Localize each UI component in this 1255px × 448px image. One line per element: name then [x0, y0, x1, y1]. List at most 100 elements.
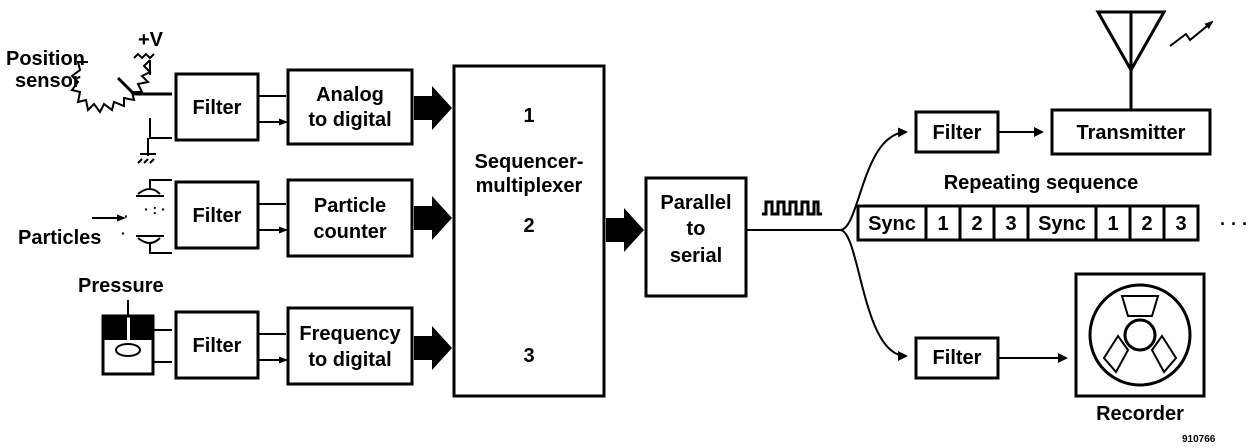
position-sensor: Position sensor +V — [6, 29, 172, 164]
ground-icon — [137, 138, 156, 164]
sequence-cell-box — [856, 204, 928, 242]
filter-3-to-fdc-arrows — [258, 333, 286, 360]
serializer-box — [644, 176, 748, 298]
detector-lower-plate — [136, 235, 164, 244]
multiplexer-label-line2: multiplexer — [476, 175, 583, 197]
detector-lower-lead — [149, 244, 172, 254]
multiplexer-label-line1: Sequencer- — [475, 151, 584, 173]
pressure-chamber-shading-right — [130, 317, 152, 340]
repeating-sequence: Repeating sequence Sync 1 2 3 Sync 1 2 3 · · · — [856, 172, 1248, 242]
filter-2-label: Filter — [193, 205, 242, 227]
ground-lead — [149, 118, 172, 139]
detector-upper-plate — [136, 188, 164, 197]
pressure-sensor: Pressure — [78, 275, 172, 376]
branch-to-transmitter-filter — [839, 127, 908, 231]
sequence-cell-box — [992, 204, 1030, 242]
multiplexer-input-2: 2 — [523, 215, 534, 237]
sequence-ellipsis: · · · — [1220, 214, 1248, 234]
tape-reel-icon — [1088, 283, 1192, 387]
position-sensor-label-line2: sensor — [15, 70, 81, 92]
particle-detector: Particles · · · : · — [18, 179, 172, 254]
sequence-title: Repeating sequence — [944, 172, 1139, 194]
filter-1-box — [174, 72, 260, 142]
sequence-cell-label: 3 — [1005, 213, 1016, 235]
filter-rec-box — [914, 336, 1000, 380]
multiplexer-input-3: 3 — [523, 345, 534, 367]
filter-3: Filter — [174, 310, 260, 380]
sequence-cell-label: 2 — [1141, 213, 1152, 235]
pressure-diaphragm — [115, 343, 141, 357]
sequence-frame: Sync 1 2 3 Sync 1 2 3 — [856, 204, 1200, 242]
branch-to-recorder-filter — [839, 229, 908, 361]
parallel-to-serial-converter: Parallel to serial — [644, 176, 748, 298]
filter-2: Filter — [174, 180, 260, 250]
particle-counter-label-line2: counter — [313, 221, 387, 243]
detector-dots: · : · — [144, 201, 166, 217]
fdc-label-line2: to digital — [308, 349, 391, 371]
supply-voltage-label: +V — [138, 29, 164, 51]
sequence-cell-box — [958, 204, 996, 242]
filter-2-box — [174, 180, 260, 250]
filter-2-to-counter-arrows — [258, 203, 286, 230]
potentiometer-resistor-symbol — [70, 59, 152, 114]
sequence-cell-label: 2 — [971, 213, 982, 235]
sequencer-multiplexer: 1 Sequencer- multiplexer 2 3 — [452, 64, 606, 398]
multiplexer-box — [452, 64, 606, 398]
filter-to-converter-arrows — [258, 95, 286, 360]
serializer-label-line3: serial — [670, 245, 722, 267]
multiplexer-input-1: 1 — [523, 105, 534, 127]
particle-dot-1: · — [121, 225, 126, 241]
filter-3-label: Filter — [193, 335, 242, 357]
pressure-leads — [153, 329, 172, 363]
counter-bus-arrow — [414, 196, 452, 240]
transmitter-label: Transmitter — [1077, 122, 1186, 144]
particle-counter-label-line1: Particle — [314, 195, 386, 217]
adc-label-line1: Analog — [316, 84, 384, 106]
particles-label: Particles — [18, 227, 101, 249]
fdc-box — [286, 306, 414, 386]
position-sensor-label-line1: Position — [6, 48, 85, 70]
radio-signal-icon — [1169, 20, 1214, 47]
particle-counter-box — [286, 178, 414, 258]
record-path: Filter Recorder — [914, 272, 1206, 425]
filter-1-to-adc-arrows — [258, 95, 286, 122]
filter-3-box — [174, 310, 260, 380]
particle-dot-2: · — [124, 208, 129, 224]
sequence-cell-box — [1026, 204, 1098, 242]
filter-1: Filter — [174, 72, 260, 142]
detector-upper-lead — [149, 179, 172, 188]
filter-1-label: Filter — [193, 97, 242, 119]
transmitter-box — [1050, 108, 1212, 156]
serializer-label-line1: Parallel — [660, 192, 731, 214]
serial-output — [746, 127, 908, 361]
filter-tx-label: Filter — [933, 122, 982, 144]
pressure-chamber-shading-left — [104, 317, 127, 340]
adc-bus-arrow — [414, 86, 452, 130]
filter-rec-label: Filter — [933, 347, 982, 369]
fdc-bus-arrow — [414, 326, 452, 370]
sequence-cell-label: 3 — [1175, 213, 1186, 235]
sequence-cell-box — [1094, 204, 1132, 242]
analog-to-digital-converter: Analog to digital — [286, 68, 414, 146]
adc-label-line2: to digital — [308, 109, 391, 131]
supply-terminal-symbol — [133, 52, 155, 60]
particle-counter: Particle counter — [286, 178, 414, 258]
recorder-label: Recorder — [1096, 403, 1184, 425]
sequence-cell-label: 1 — [937, 213, 948, 235]
sequence-cell-label: 1 — [1107, 213, 1118, 235]
antenna-icon — [1095, 10, 1167, 110]
sequence-cell-label: Sync — [1038, 213, 1086, 235]
serializer-label-line2: to — [687, 218, 706, 240]
transmit-path: Filter Transmitter — [914, 10, 1214, 156]
fdc-label-line1: Frequency — [299, 323, 401, 345]
figure-id: 910766 — [1182, 434, 1216, 445]
potentiometer-wiper — [116, 76, 172, 96]
pressure-label: Pressure — [78, 275, 164, 297]
mux-to-serializer-bus-arrow — [606, 208, 644, 252]
pulse-train-icon — [762, 200, 822, 216]
sequence-cell-box — [1162, 204, 1200, 242]
sequence-cell-label: Sync — [868, 213, 916, 235]
adc-box — [286, 68, 414, 146]
converter-to-mux-bus-arrows — [414, 86, 452, 370]
